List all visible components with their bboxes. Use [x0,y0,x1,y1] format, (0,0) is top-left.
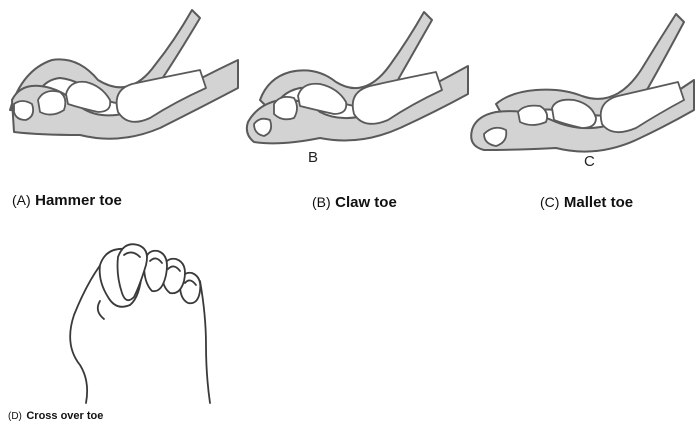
claw-toe-illustration: B [240,0,470,170]
hammer-toe-illustration [0,0,240,170]
mallet-toe-illustration: C [466,0,696,175]
cross-over-toe-illustration [60,235,220,405]
caption-cross-over-toe: (D) Cross over toe [8,406,103,424]
caption-name: Claw toe [335,194,397,211]
caption-hammer-toe: (A) Hammer toe [12,192,122,210]
caption-prefix: (B) [312,194,331,210]
caption-name: Cross over toe [26,410,103,422]
panel-b-letter: B [308,149,318,166]
caption-prefix: (C) [540,194,559,210]
caption-name: Mallet toe [564,194,633,211]
caption-claw-toe: (B) Claw toe [312,194,397,212]
caption-prefix: (A) [12,192,31,208]
caption-name: Hammer toe [35,192,122,209]
panel-c-letter: C [584,153,595,170]
caption-mallet-toe: (C) Mallet toe [540,194,633,212]
caption-prefix: (D) [8,411,22,422]
